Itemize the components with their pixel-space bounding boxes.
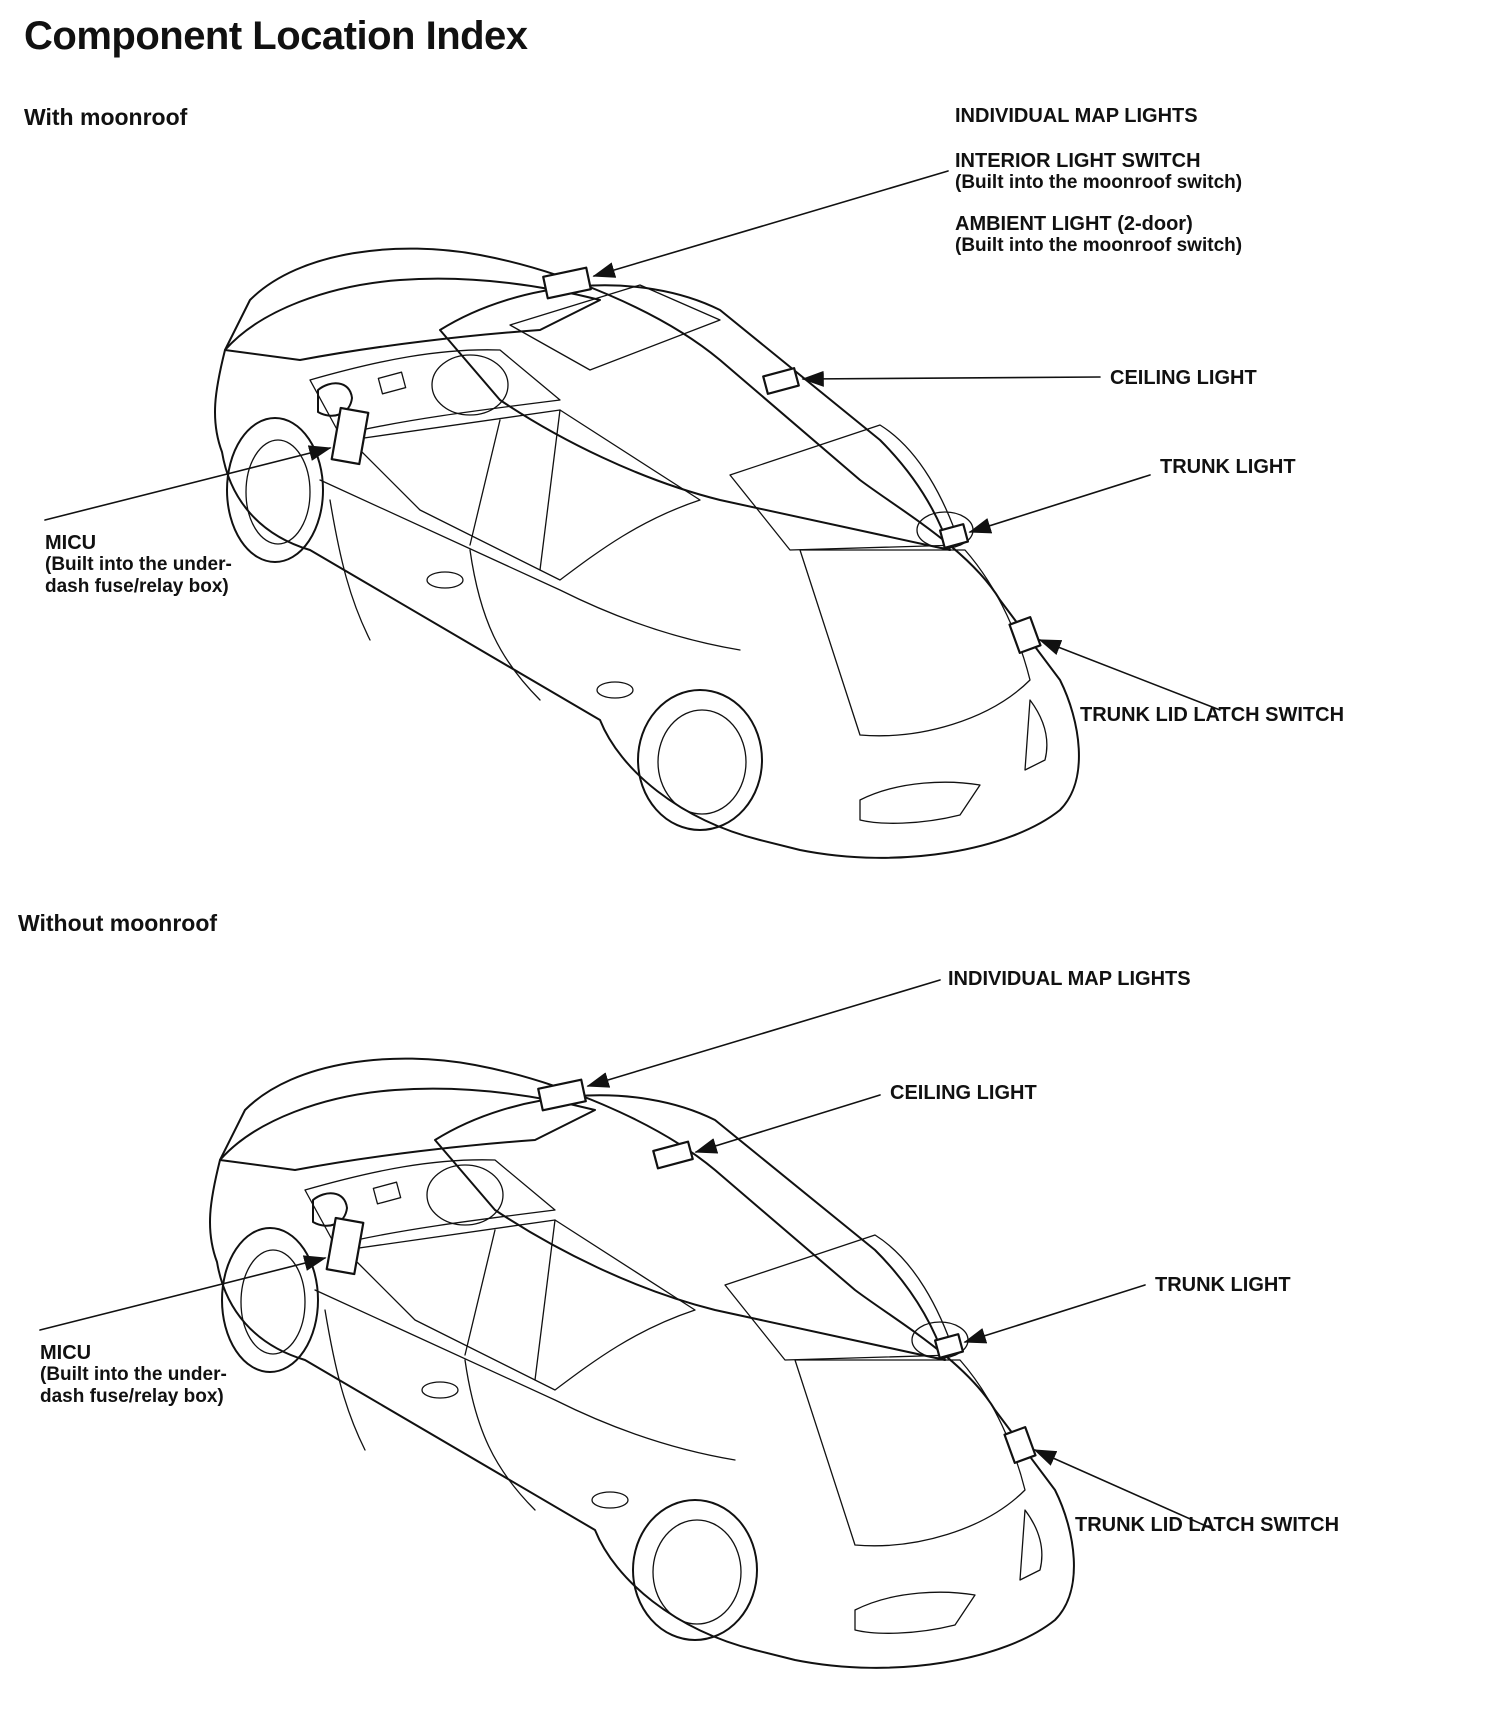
label-trunk-lid-latch-switch: TRUNK LID LATCH SWITCH	[1075, 1514, 1340, 1536]
car-illustration-with-moonroof	[44, 170, 1221, 859]
page-title: Component Location Index	[24, 14, 528, 58]
label-interior-light-switch: INTERIOR LIGHT SWITCH (Built into the mo…	[955, 150, 1243, 193]
label-trunk-light: TRUNK LIGHT	[1160, 456, 1296, 478]
trunk-light-unit	[938, 523, 970, 549]
trunk-light-unit	[933, 1333, 965, 1359]
diagram-without-moonroof: INDIVIDUAL MAP LIGHTS CEILING LIGHT TRUN…	[0, 930, 1504, 1716]
section-title-without-moonroof: Without moonroof	[18, 910, 218, 936]
ceiling-light-unit	[762, 367, 800, 395]
label-individual-map-lights: INDIVIDUAL MAP LIGHTS	[955, 105, 1198, 127]
trunk-latch-switch-unit	[1003, 1426, 1037, 1464]
label-micu: MICU (Built into the under- dash fuse/re…	[45, 532, 232, 597]
ceiling-light-unit	[652, 1140, 694, 1170]
micu-unit	[330, 406, 370, 466]
label-trunk-lid-latch-switch: TRUNK LID LATCH SWITCH	[1080, 704, 1345, 726]
label-micu: MICU (Built into the under- dash fuse/re…	[40, 1342, 227, 1407]
label-individual-map-lights: INDIVIDUAL MAP LIGHTS	[948, 968, 1191, 990]
micu-unit	[325, 1216, 365, 1276]
diagram-with-moonroof: INDIVIDUAL MAP LIGHTS INTERIOR LIGHT SWI…	[0, 80, 1504, 910]
map-light-unit	[542, 266, 592, 300]
map-light-unit	[537, 1078, 587, 1112]
car-illustration-without-moonroof	[39, 979, 1216, 1669]
section-title-with-moonroof: With moonroof	[24, 104, 188, 130]
label-ambient-light: AMBIENT LIGHT (2-door) (Built into the m…	[955, 213, 1243, 256]
label-ceiling-light: CEILING LIGHT	[1110, 367, 1257, 389]
trunk-latch-switch-unit	[1008, 616, 1042, 654]
label-trunk-light: TRUNK LIGHT	[1155, 1274, 1291, 1296]
label-ceiling-light: CEILING LIGHT	[890, 1082, 1037, 1104]
